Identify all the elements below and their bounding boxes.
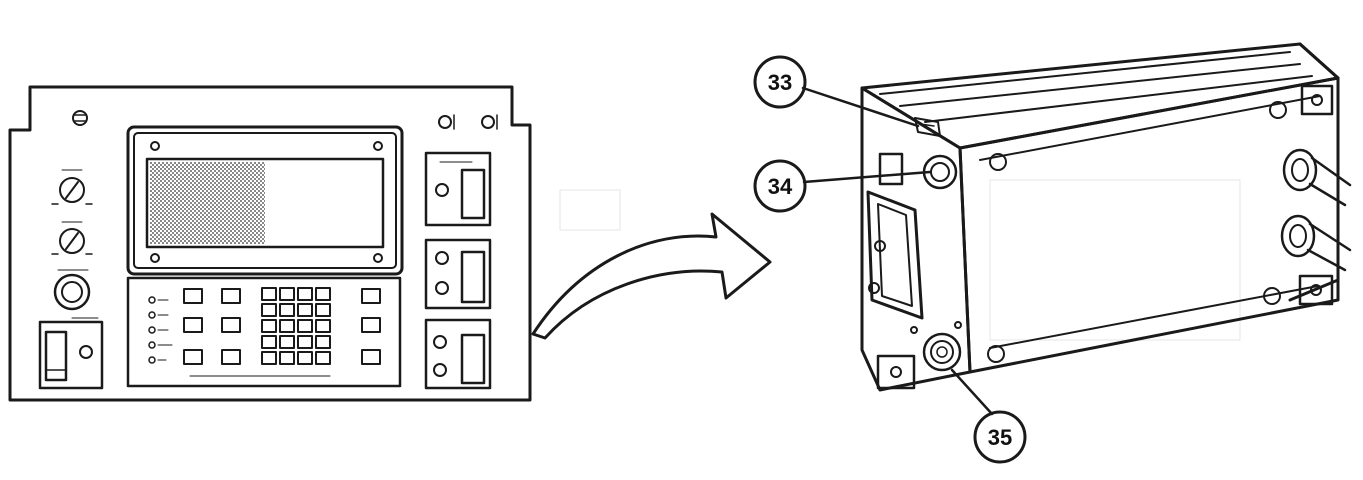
front-panel-outline [8, 85, 532, 402]
top-right-knobs [438, 114, 498, 130]
keypad-key [279, 351, 295, 365]
chassis-unit [860, 42, 1352, 392]
keypad-key [297, 319, 313, 333]
curved-arrow [531, 212, 772, 340]
rear-cable-connectors [1280, 148, 1352, 272]
large-knob [53, 269, 91, 311]
callout-35: 35 [950, 368, 1027, 464]
rotary-knob-upper [51, 169, 93, 205]
rotary-knob-lower [51, 221, 93, 255]
top-left-knob [72, 110, 88, 126]
keypad-key [261, 287, 277, 301]
right-switch-column [424, 151, 492, 390]
display-assembly [126, 125, 404, 276]
keypad-key [297, 335, 313, 349]
display-shaded-area [150, 162, 265, 244]
background-artifacts [559, 179, 1241, 341]
keypad-key [315, 319, 331, 333]
keypad-key [297, 303, 313, 317]
connector-35 [910, 321, 962, 372]
keypad-key [279, 335, 295, 349]
power-switch-assembly [38, 317, 104, 390]
chassis-side-face [958, 76, 1340, 374]
keypad-key [279, 319, 295, 333]
keypad-key [315, 351, 331, 365]
keypad-key [279, 303, 295, 317]
indicator-lights [148, 296, 173, 364]
callout-33: 33 [753, 55, 920, 128]
leader-line-33 [801, 86, 920, 128]
keypad-key [261, 335, 277, 349]
leader-line-35 [950, 368, 994, 416]
keypad-key [261, 319, 277, 333]
front-panel [8, 85, 532, 402]
callout-label-34: 34 [768, 174, 793, 199]
keypad-key [261, 351, 277, 365]
callout-label-35: 35 [988, 425, 1012, 450]
keypad-key [261, 303, 277, 317]
keypad-key [279, 287, 295, 301]
display-screen [145, 157, 385, 249]
chassis-handle [866, 190, 924, 320]
leader-line-34 [802, 170, 932, 184]
keypad-assembly [126, 276, 402, 388]
component-33 [914, 117, 941, 137]
keypad-key [297, 351, 313, 365]
numeric-keypad [261, 287, 331, 365]
callout-34: 34 [753, 159, 932, 213]
callout-label-33: 33 [768, 70, 792, 95]
connector-34 [878, 152, 958, 190]
keypad-key [315, 303, 331, 317]
keypad-key [315, 287, 331, 301]
chassis-front-face [860, 86, 972, 392]
keypad-key [297, 287, 313, 301]
keypad-key [315, 335, 331, 349]
